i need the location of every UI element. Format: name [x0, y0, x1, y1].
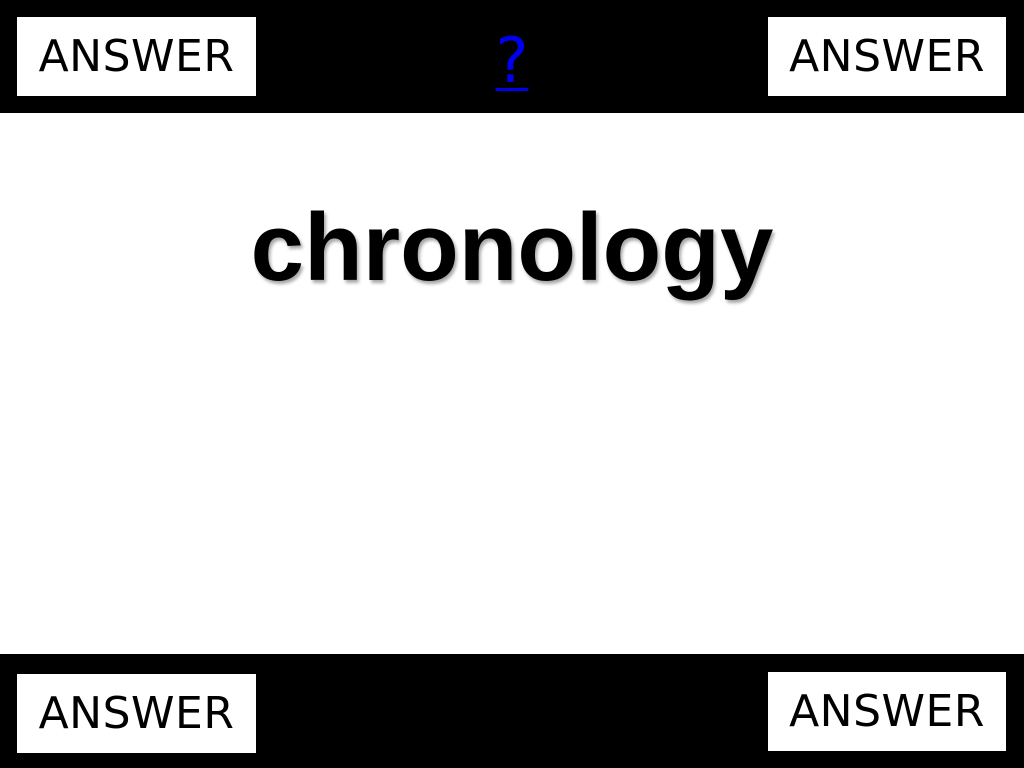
- answer-button-bottom-right[interactable]: ANSWER: [768, 672, 1006, 751]
- content-area: [0, 113, 1024, 654]
- answer-button-bottom-left[interactable]: ANSWER: [17, 674, 256, 753]
- answer-button-top-left[interactable]: ANSWER: [17, 17, 256, 96]
- answer-button-top-right[interactable]: ANSWER: [768, 17, 1006, 96]
- question-link[interactable]: ?: [495, 24, 529, 97]
- term-word: chronology: [250, 194, 774, 301]
